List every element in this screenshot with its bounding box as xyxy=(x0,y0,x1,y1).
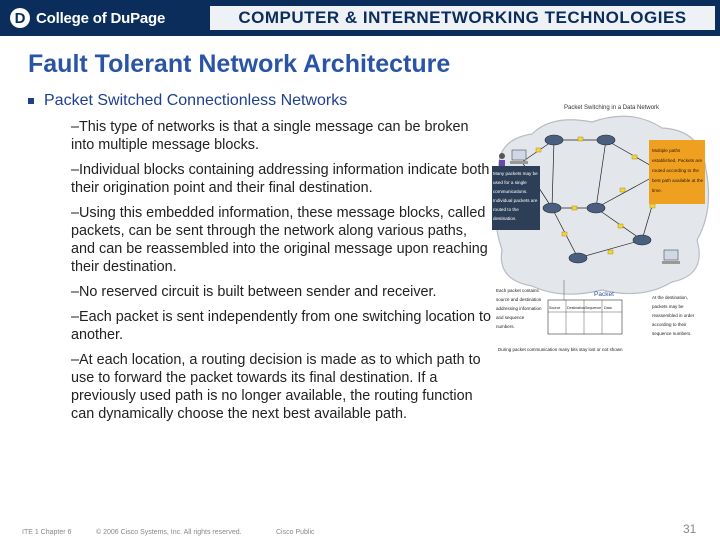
packet-field-destination: Destination xyxy=(567,306,585,310)
svg-text:Many packets may be: Many packets may be xyxy=(493,171,538,176)
slide-title: Fault Tolerant Network Architecture xyxy=(28,50,451,78)
svg-text:time.: time. xyxy=(652,188,662,193)
bottom-note: During packet communication many bits st… xyxy=(498,347,623,352)
footer-course: ITE 1 Chapter 6 xyxy=(22,529,72,536)
svg-text:At the destination,: At the destination, xyxy=(652,295,688,300)
svg-text:packets may be: packets may be xyxy=(652,304,684,309)
diagram-title: Packet Switching in a Data Network xyxy=(564,105,660,111)
packet-field-sequence: Sequence xyxy=(585,306,601,310)
college-logo[interactable]: D College of DuPage xyxy=(10,7,165,29)
svg-text:routed according to the: routed according to the xyxy=(652,168,699,173)
svg-text:Individual packets are: Individual packets are xyxy=(493,198,538,203)
svg-text:addressing information: addressing information xyxy=(496,306,542,311)
svg-text:Each packet contains: Each packet contains xyxy=(496,288,540,293)
bullet-square-icon xyxy=(28,98,34,104)
footer: ITE 1 Chapter 6 © 2006 Cisco Systems, In… xyxy=(0,523,720,540)
svg-text:reassembled in order: reassembled in order xyxy=(652,313,695,318)
packet-label: Packet xyxy=(594,291,614,298)
svg-text:established. Packets are: established. Packets are xyxy=(652,158,702,163)
page-number: 31 xyxy=(683,522,697,536)
packet-structure: Source Destination Sequence Data xyxy=(547,299,623,335)
sub-bullet: –At each location, a routing decision is… xyxy=(71,352,481,422)
college-name: College of DuPage xyxy=(36,9,166,27)
user-workstation-icon xyxy=(499,149,528,169)
packet-field-source: Source xyxy=(549,306,560,310)
sub-bullet-list: –This type of networks is that a single … xyxy=(71,118,491,430)
footer-copyright: © 2006 Cisco Systems, Inc. All rights re… xyxy=(96,529,242,536)
left-note: Each packet contains source and destinat… xyxy=(496,288,542,329)
svg-text:according to their: according to their xyxy=(652,322,687,327)
right-callout-text: Multiple paths established. Packets are … xyxy=(652,148,704,193)
svg-text:communications.: communications. xyxy=(493,189,527,194)
svg-text:used for a single: used for a single xyxy=(493,180,527,185)
svg-text:and sequence: and sequence xyxy=(496,315,525,320)
packet-icons xyxy=(533,136,656,255)
svg-text:Multiple paths: Multiple paths xyxy=(652,148,681,153)
header-bar: D College of DuPage COMPUTER & INTERNETW… xyxy=(0,0,720,36)
left-callout-text: Many packets may be used for a single co… xyxy=(493,171,538,221)
svg-text:destination.: destination. xyxy=(493,216,517,221)
packet-field-data: Data xyxy=(604,306,612,310)
right-note: At the destination, packets may be reass… xyxy=(652,295,695,336)
svg-text:best path available at the: best path available at the xyxy=(652,178,704,183)
sub-bullet: –Each packet is sent independently from … xyxy=(71,309,491,343)
college-mark-icon: D xyxy=(10,8,30,28)
main-bullet: Packet Switched Connectionless Networks xyxy=(28,92,347,110)
department-banner: COMPUTER & INTERNETWORKING TECHNOLOGIES xyxy=(210,6,715,30)
svg-text:numbers.: numbers. xyxy=(496,324,515,329)
packet-switching-diagram: Packet Switching in a Data Network xyxy=(492,105,710,352)
svg-text:source and destination: source and destination xyxy=(496,297,542,302)
footer-classification: Cisco Public xyxy=(276,529,315,536)
destination-workstation-icon xyxy=(662,249,680,264)
right-callout-box xyxy=(649,140,705,204)
sub-bullet: –Using this embedded information, these … xyxy=(71,205,488,275)
department-banner-text: COMPUTER & INTERNETWORKING TECHNOLOGIES xyxy=(238,8,687,27)
svg-text:routed to the: routed to the xyxy=(493,207,519,212)
svg-text:sequence numbers.: sequence numbers. xyxy=(652,331,692,336)
sub-bullet: –Individual blocks containing addressing… xyxy=(71,162,490,196)
main-bullet-text: Packet Switched Connectionless Networks xyxy=(44,92,348,109)
sub-bullet: –No reserved circuit is built between se… xyxy=(71,284,437,300)
left-callout-box xyxy=(492,166,540,230)
sub-bullet: –This type of networks is that a single … xyxy=(71,119,469,153)
